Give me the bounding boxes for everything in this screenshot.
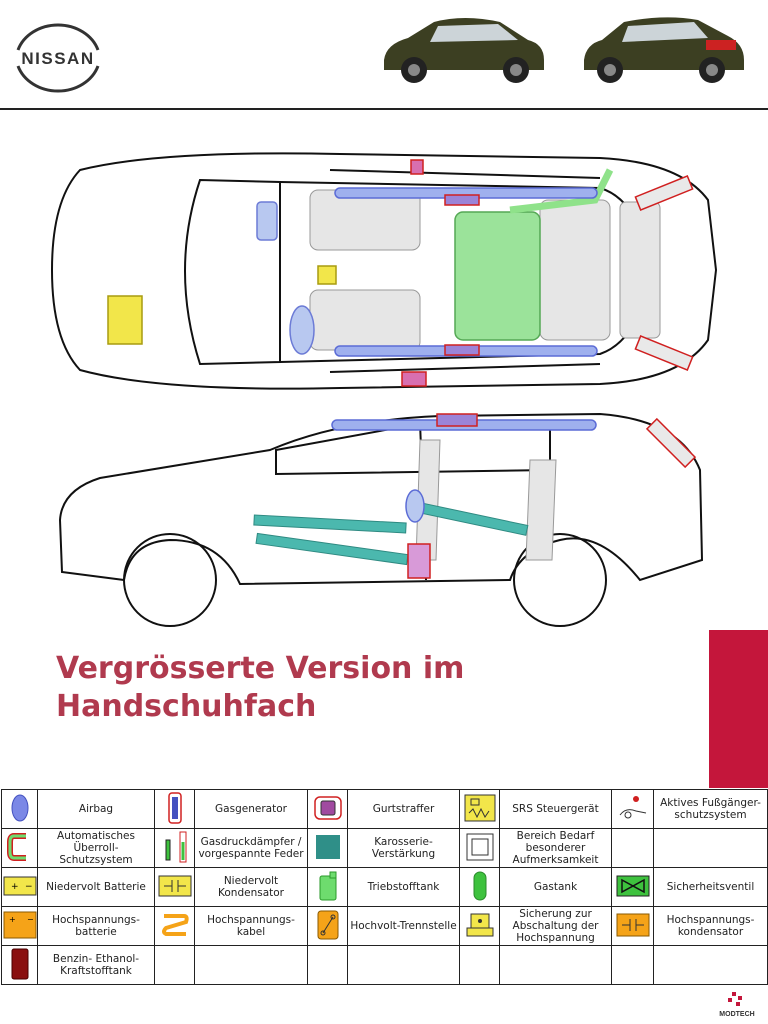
body-reinforcement-icon bbox=[307, 828, 348, 868]
legend-label: Hochspannungs-batterie bbox=[37, 906, 155, 946]
nissan-logo: NISSAN bbox=[4, 14, 112, 98]
special-attention-area-icon bbox=[459, 828, 500, 868]
legend-row: Benzin- Ethanol-Kraftstofftank bbox=[1, 945, 768, 985]
legend-label: Hochvolt-Trennstelle bbox=[347, 906, 460, 946]
legend-label: Sicherheitsventil bbox=[653, 867, 768, 907]
gas-spring-side bbox=[645, 417, 697, 469]
vehicle-photo-rear bbox=[578, 10, 750, 88]
body-reinforcement-side-2 bbox=[255, 532, 409, 566]
empty-icon-cell bbox=[154, 945, 195, 985]
airbag-dash-top bbox=[256, 201, 278, 241]
airbag-icon bbox=[1, 789, 38, 829]
legend-label: Benzin- Ethanol-Kraftstofftank bbox=[37, 945, 155, 985]
low-voltage-battery-icon: +− bbox=[1, 867, 38, 907]
safety-valve-icon bbox=[611, 867, 654, 907]
legend-label: Sicherung zur Abschaltung der Hochspannu… bbox=[499, 906, 612, 946]
rollover-protection-icon bbox=[1, 828, 38, 868]
glovebox-note: Vergrösserte Version im Handschuhfach bbox=[56, 650, 656, 726]
srs-control-unit-top bbox=[317, 265, 337, 285]
ethanol-fuel-tank-icon bbox=[1, 945, 38, 985]
legend-row: +− Niedervolt Batterie Niedervolt Konden… bbox=[1, 867, 768, 907]
gas-spring-top-right bbox=[634, 335, 694, 371]
legend-label bbox=[499, 945, 612, 985]
svg-text:−: − bbox=[25, 882, 33, 892]
body-reinforcement-side-1 bbox=[253, 514, 407, 534]
headline-line-2: Handschuhfach bbox=[56, 689, 317, 724]
high-voltage-cable-icon bbox=[154, 906, 195, 946]
modtech-logo: MODTECH bbox=[712, 990, 762, 1020]
belt-tensioner-icon bbox=[307, 789, 348, 829]
airbag-steering-top bbox=[289, 305, 315, 355]
low-voltage-battery-top bbox=[107, 295, 143, 345]
legend-label: Automatisches Überroll-Schutzsystem bbox=[37, 828, 155, 868]
legend-label bbox=[653, 945, 768, 985]
empty-icon-cell bbox=[459, 945, 500, 985]
modtech-logo-text: MODTECH bbox=[719, 1011, 754, 1018]
svg-text:−: − bbox=[27, 915, 34, 924]
gas-spring-icon bbox=[154, 828, 195, 868]
vehicle-photo-front bbox=[378, 10, 550, 88]
empty-icon-cell bbox=[307, 945, 348, 985]
gas-spring-top-left bbox=[634, 175, 694, 211]
legend-row: Automatisches Überroll-Schutzsystem Gasd… bbox=[1, 828, 768, 868]
header-divider bbox=[0, 108, 768, 110]
legend-label: Hochspannungs-kabel bbox=[194, 906, 308, 946]
legend-label: Karosserie-Verstärkung bbox=[347, 828, 460, 868]
legend-label: Niedervolt Batterie bbox=[37, 867, 155, 907]
fuel-tank-top bbox=[454, 211, 541, 341]
legend-label: Airbag bbox=[37, 789, 155, 829]
empty-icon-cell bbox=[611, 828, 654, 868]
pedestrian-protection-icon bbox=[611, 789, 654, 829]
gas-generator-icon bbox=[154, 789, 195, 829]
legend-label: Triebstofftank bbox=[347, 867, 460, 907]
fuel-filler-pipe bbox=[509, 168, 614, 214]
gas-generator-top-left bbox=[444, 194, 480, 206]
gas-tank-icon bbox=[459, 867, 500, 907]
legend-label: Niedervolt Kondensator bbox=[194, 867, 308, 907]
accent-bar bbox=[709, 630, 768, 788]
low-voltage-capacitor-icon bbox=[154, 867, 195, 907]
legend-label: Gasgenerator bbox=[194, 789, 308, 829]
legend-label bbox=[194, 945, 308, 985]
high-voltage-battery-icon: +− bbox=[1, 906, 38, 946]
high-voltage-disconnect-icon bbox=[307, 906, 348, 946]
side-view bbox=[58, 412, 704, 627]
gas-generator-side bbox=[436, 413, 478, 427]
legend-label: SRS Steuergerät bbox=[499, 789, 612, 829]
belt-tensioner-top-left bbox=[410, 159, 424, 175]
fuel-tank-icon bbox=[307, 867, 348, 907]
svg-text:+: + bbox=[9, 915, 16, 924]
logo-text: NISSAN bbox=[21, 49, 94, 68]
high-voltage-capacitor-icon bbox=[611, 906, 654, 946]
legend-label bbox=[653, 828, 768, 868]
legend-row: Airbag Gasgenerator Gurtstraffer SRS Ste… bbox=[1, 789, 768, 829]
high-voltage-fuse-icon bbox=[459, 906, 500, 946]
airbag-seat-side bbox=[405, 489, 425, 523]
legend-label: Gasdruckdämpfer / vorgespannte Feder bbox=[194, 828, 308, 868]
empty-icon-cell bbox=[611, 945, 654, 985]
legend-label bbox=[347, 945, 460, 985]
legend-label: Gurtstraffer bbox=[347, 789, 460, 829]
legend-label: Hochspannungs-kondensator bbox=[653, 906, 768, 946]
belt-tensioner-side bbox=[407, 543, 431, 579]
headline-line-1: Vergrösserte Version im bbox=[56, 651, 465, 686]
vehicle-rescue-diagram bbox=[40, 140, 730, 650]
legend-label: Bereich Bedarf besonderer Aufmerksamkeit bbox=[499, 828, 612, 868]
legend-label: Gastank bbox=[499, 867, 612, 907]
gas-generator-top-right bbox=[444, 344, 480, 356]
svg-text:+: + bbox=[11, 882, 19, 892]
legend-row: +− Hochspannungs-batterie Hochspannungs-… bbox=[1, 906, 768, 946]
belt-tensioner-top-right bbox=[401, 371, 427, 387]
legend-table: Airbag Gasgenerator Gurtstraffer SRS Ste… bbox=[1, 789, 768, 985]
srs-control-unit-icon bbox=[459, 789, 500, 829]
legend-label: Aktives Fußgänger-schutzsystem bbox=[653, 789, 768, 829]
